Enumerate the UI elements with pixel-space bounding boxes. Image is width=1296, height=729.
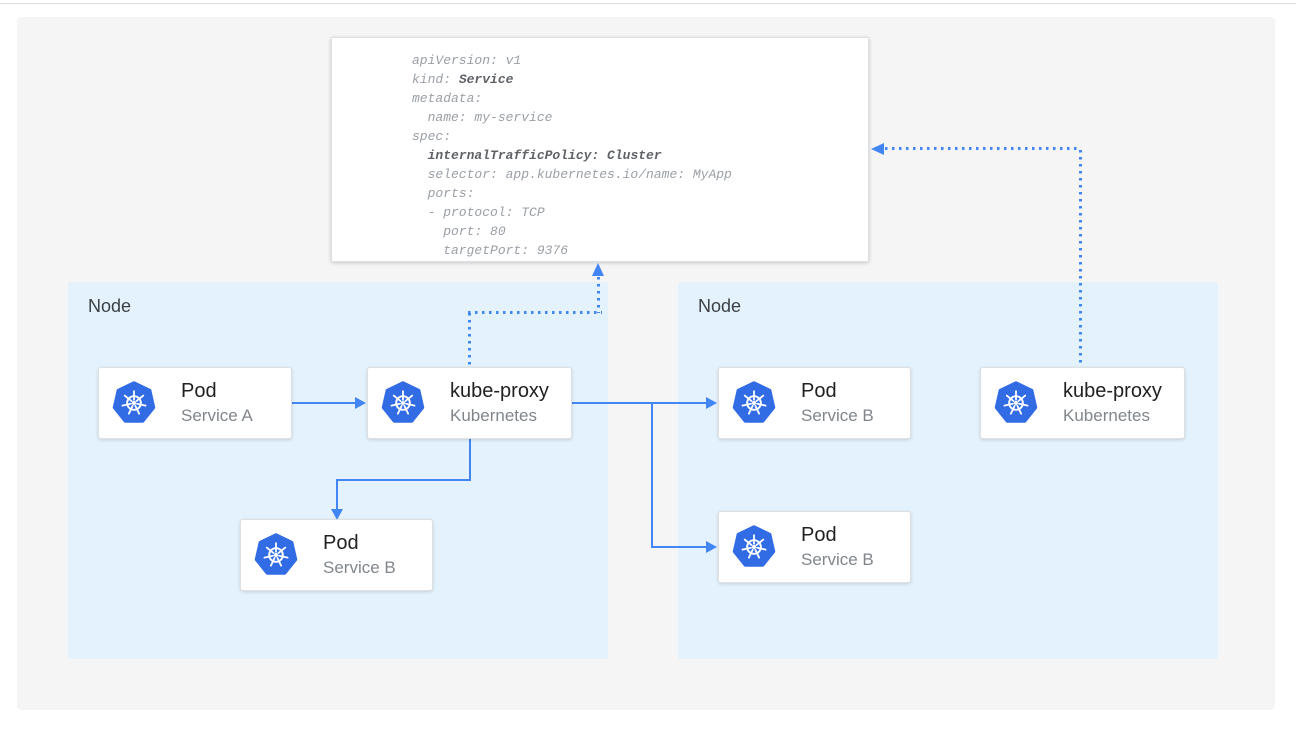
yaml-line-port: port: 80: [412, 224, 506, 239]
yaml-line-kind: kind: Service: [412, 72, 514, 87]
arrowhead-kube-proxy-to-pod-b-right-top: [706, 397, 717, 409]
yaml-line-targetport: targetPort: 9376: [412, 243, 569, 258]
card-pod-service-b-left: Pod Service B: [240, 519, 433, 591]
node-box-right: Node: [678, 282, 1218, 659]
card-title: kube-proxy: [1063, 380, 1162, 402]
dotted-arrow-kube-proxy-right-to-yaml-segment-2: [885, 147, 1081, 150]
dotted-arrow-kube-proxy-left-to-yaml-segment-2: [468, 311, 602, 314]
arrowhead-kube-proxy-left-to-yaml: [592, 263, 604, 276]
yaml-line-selector: selector: app.kubernetes.io/name: MyApp: [412, 167, 732, 182]
arrow-pod-a-to-kube-proxy: [292, 402, 356, 404]
yaml-line-protocol: - protocol: TCP: [412, 205, 545, 220]
card-kube-proxy-left: kube-proxy Kubernetes: [367, 367, 572, 439]
card-title: Pod: [801, 380, 837, 402]
arrow-kube-proxy-to-pod-b-right-bottom-segment-1: [651, 402, 653, 548]
arrow-kube-proxy-to-pod-b-left-segment-3: [336, 479, 338, 512]
yaml-line-internaltrafficpolicy: internalTrafficPolicy: Cluster: [427, 148, 662, 163]
card-subtitle: Service A: [181, 406, 253, 425]
card-title: Pod: [801, 524, 837, 546]
card-subtitle: Kubernetes: [1063, 406, 1150, 425]
card-subtitle: Service B: [323, 558, 396, 577]
node-label: Node: [88, 296, 132, 316]
kubernetes-icon: [732, 525, 776, 569]
card-pod-service-a: Pod Service A: [98, 367, 292, 439]
card-title: Pod: [323, 532, 359, 554]
arrow-kube-proxy-to-pod-b-right-top: [572, 402, 708, 404]
card-pod-service-b-right-bottom: Pod Service B: [718, 511, 911, 583]
arrow-kube-proxy-to-pod-b-left-segment-2: [337, 479, 471, 481]
card-title: Pod: [181, 380, 217, 402]
yaml-line-name: name: my-service: [412, 110, 553, 125]
card-subtitle: Service B: [801, 550, 874, 569]
card-title: kube-proxy: [450, 380, 549, 402]
yaml-line-apiversion: apiVersion: v1: [412, 53, 522, 68]
top-divider: [0, 3, 1296, 4]
card-pod-service-b-right-top: Pod Service B: [718, 367, 911, 439]
card-kube-proxy-right: kube-proxy Kubernetes: [980, 367, 1185, 439]
yaml-line-metadata: metadata:: [412, 91, 483, 106]
arrow-kube-proxy-to-pod-b-left-segment-1: [469, 439, 471, 481]
dotted-arrow-kube-proxy-left-to-yaml-segment-3: [597, 277, 600, 313]
arrowhead-kube-proxy-right-to-yaml: [871, 143, 884, 155]
node-box-left: Node: [68, 282, 608, 659]
service-yaml-box: apiVersion: v1 kind: Service metadata: n…: [331, 37, 869, 262]
kubernetes-icon: [732, 381, 776, 425]
kubernetes-icon: [381, 381, 425, 425]
arrowhead-kube-proxy-to-pod-b-right-bottom: [706, 541, 717, 553]
kubernetes-icon: [994, 381, 1038, 425]
yaml-line-spec: spec:: [412, 129, 452, 144]
arrow-kube-proxy-to-pod-b-right-bottom-segment-2: [652, 546, 708, 548]
kubernetes-icon: [254, 533, 298, 577]
card-subtitle: Kubernetes: [450, 406, 537, 425]
kubernetes-icon: [112, 381, 156, 425]
arrowhead-pod-a-to-kube-proxy: [355, 397, 366, 409]
node-label: Node: [698, 296, 742, 316]
card-subtitle: Service B: [801, 406, 874, 425]
arrowhead-kube-proxy-to-pod-b-left: [331, 509, 343, 520]
yaml-line-ports: ports:: [412, 186, 475, 201]
dotted-arrow-kube-proxy-left-to-yaml-segment-1: [468, 313, 471, 367]
dotted-arrow-kube-proxy-right-to-yaml-segment-1: [1079, 150, 1082, 367]
